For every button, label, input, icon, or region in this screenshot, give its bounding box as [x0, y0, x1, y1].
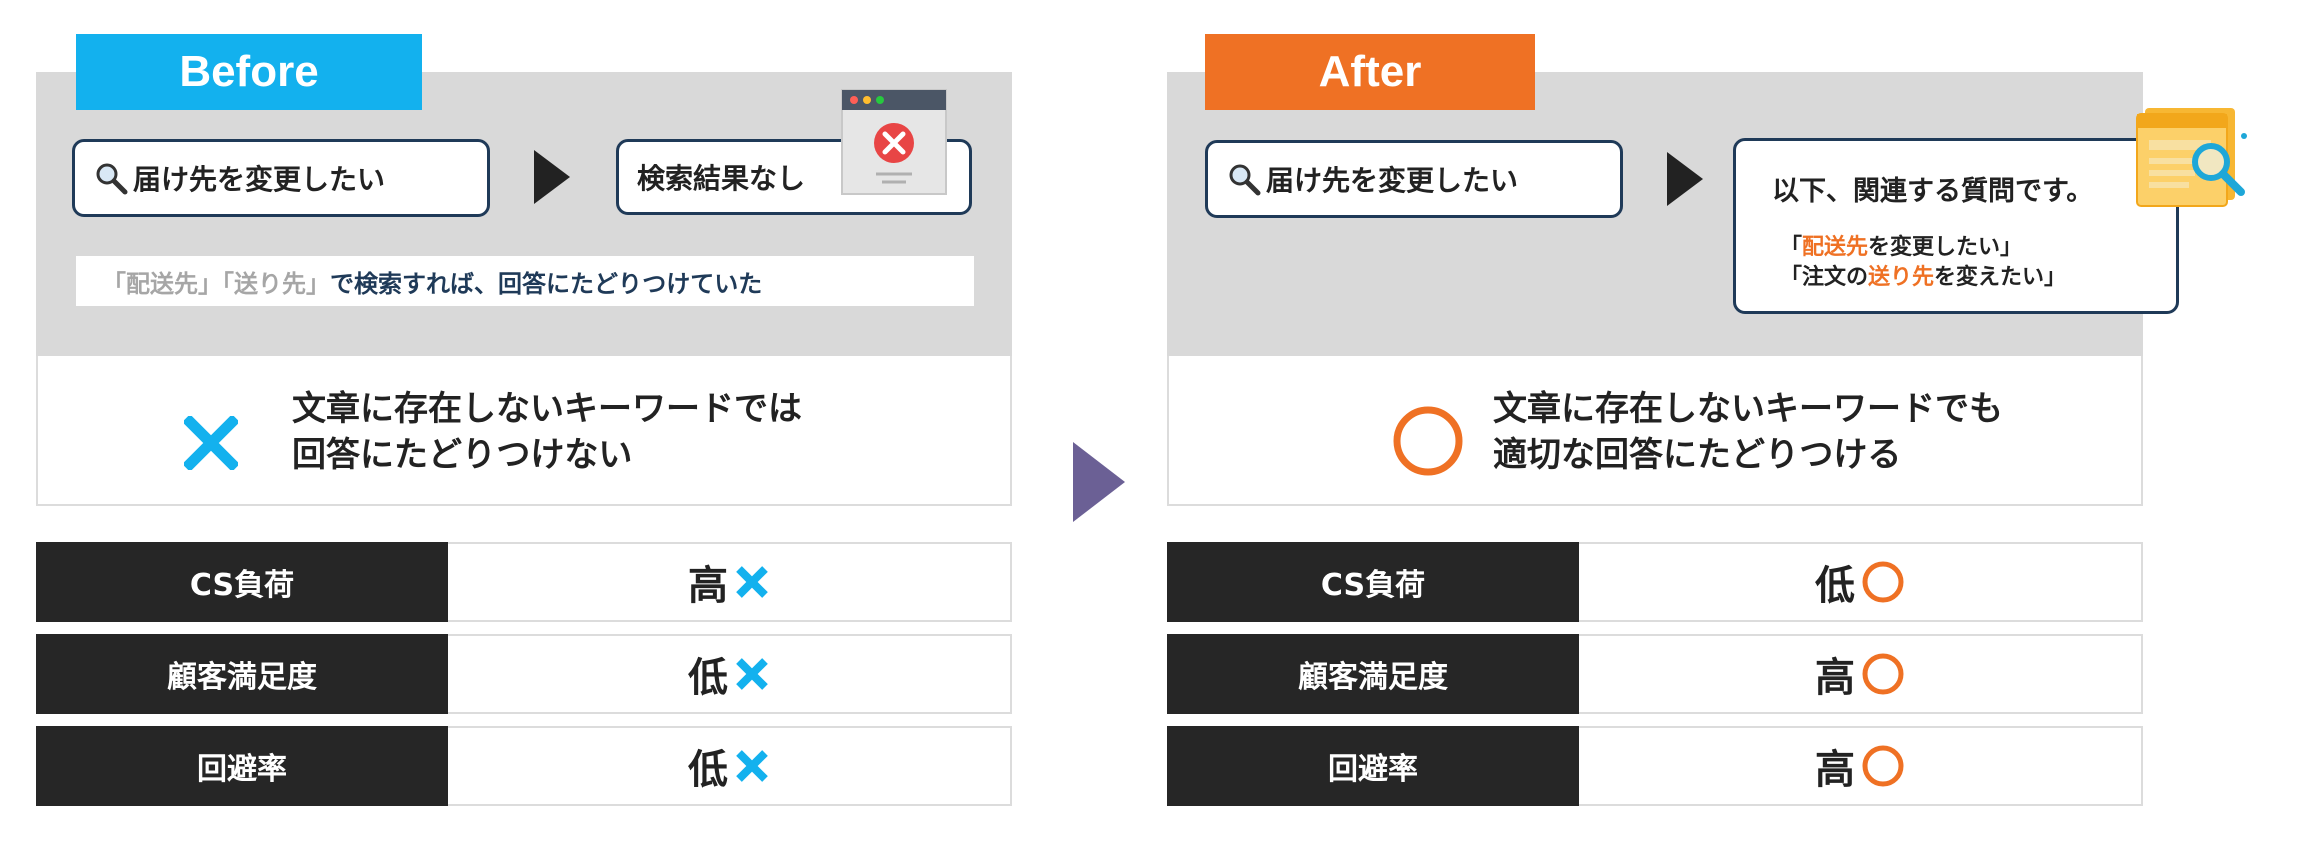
after-outcome-text: 文章に存在しないキーワードでも 適切な回答にたどりつける [1493, 386, 2003, 478]
related-rest: を変更したい」 [1868, 235, 2023, 260]
cross-icon [184, 416, 238, 470]
row-value: 低 [1579, 542, 2143, 622]
row-label: CS負荷 [1167, 542, 1579, 622]
cross-icon [736, 658, 768, 690]
before-row-avoidance: 回避率 低 [36, 726, 1012, 806]
circle-icon [1862, 745, 1904, 787]
row-label: CS負荷 [36, 542, 448, 622]
row-value-text: 高 [1815, 655, 1855, 701]
before-outcome-line1: 文章に存在しないキーワードでは [292, 389, 802, 429]
related-open: 「 [1780, 265, 1803, 290]
row-value: 高 [1579, 726, 2143, 806]
before-search-query: 届け先を変更したい [133, 163, 386, 196]
browser-error-icon [841, 89, 947, 195]
before-step-arrow [534, 150, 570, 204]
related-mid: 注文の [1802, 265, 1869, 290]
magnifier-icon [96, 163, 128, 195]
after-outcome-line2: 適切な回答にたどりつける [1493, 435, 1902, 475]
row-value: 低 [448, 726, 1012, 806]
after-outcome: 文章に存在しないキーワードでも 適切な回答にたどりつける [1167, 356, 2143, 506]
after-row-satisfaction: 顧客満足度 高 [1167, 634, 2143, 714]
magnifier-icon [1229, 164, 1261, 196]
row-label: 回避率 [1167, 726, 1579, 806]
after-row-avoidance: 回避率 高 [1167, 726, 2143, 806]
before-row-cs-load: CS負荷 高 [36, 542, 1012, 622]
row-value-text: 高 [1815, 747, 1855, 793]
after-related-box: 以下、関連する質問です。 「配送先を変更したい」 「注文の送り先を変えたい」 [1733, 138, 2179, 314]
row-value: 高 [448, 542, 1012, 622]
document-search-icon [2136, 108, 2247, 207]
before-search-box: 届け先を変更したい [72, 139, 490, 217]
row-value-text: 低 [688, 747, 728, 793]
before-note-quoted: 「配送先」「送り先」 [102, 269, 330, 298]
after-search-query: 届け先を変更したい [1266, 164, 1519, 197]
related-rest: を変えたい」 [1934, 265, 2067, 290]
before-outcome: 文章に存在しないキーワードでは 回答にたどりつけない [36, 356, 1012, 506]
before-outcome-line2: 回答にたどりつけない [292, 435, 633, 475]
after-row-cs-load: CS負荷 低 [1167, 542, 2143, 622]
before-row-satisfaction: 顧客満足度 低 [36, 634, 1012, 714]
row-label: 顧客満足度 [1167, 634, 1579, 714]
related-highlight: 配送先 [1802, 235, 1869, 260]
before-result-text: 検索結果なし [637, 162, 806, 195]
related-open: 「 [1780, 235, 1803, 260]
row-label: 顧客満足度 [36, 634, 448, 714]
related-highlight: 送り先 [1868, 265, 1935, 290]
before-note: 「配送先」「送り先」で検索すれば、回答にたどりつけていた [76, 256, 974, 306]
after-outcome-line1: 文章に存在しないキーワードでも [1493, 389, 2003, 429]
row-label: 回避率 [36, 726, 448, 806]
circle-icon [1862, 653, 1904, 695]
row-value-text: 低 [1815, 563, 1855, 609]
circle-icon [1862, 561, 1904, 603]
row-value-text: 低 [688, 655, 728, 701]
cross-icon [736, 566, 768, 598]
after-step-arrow [1667, 152, 1703, 206]
after-panel: After 届け先を変更したい 以下、関連する質問です。 「配送先を変更したい」… [1167, 0, 2247, 842]
row-value: 低 [448, 634, 1012, 714]
after-search-box: 届け先を変更したい [1205, 140, 1623, 218]
transition-arrow [1073, 442, 1125, 522]
circle-icon [1393, 406, 1463, 476]
before-outcome-text: 文章に存在しないキーワードでは 回答にたどりつけない [292, 386, 802, 478]
before-note-rest: で検索すれば、回答にたどりつけていた [330, 269, 763, 298]
related-item: 「注文の送り先を変えたい」 [1780, 259, 2066, 291]
row-value: 高 [1579, 634, 2143, 714]
related-item: 「配送先を変更したい」 [1780, 229, 2022, 261]
after-related-title: 以下、関連する質問です。 [1772, 176, 2094, 207]
before-panel: Before 届け先を変更したい 検索結果なし 「配送先」「送り先」で検索すれば… [36, 0, 1012, 842]
row-value-text: 高 [688, 563, 728, 609]
before-tag: Before [76, 34, 422, 110]
after-tag: After [1205, 34, 1535, 110]
cross-icon [736, 750, 768, 782]
